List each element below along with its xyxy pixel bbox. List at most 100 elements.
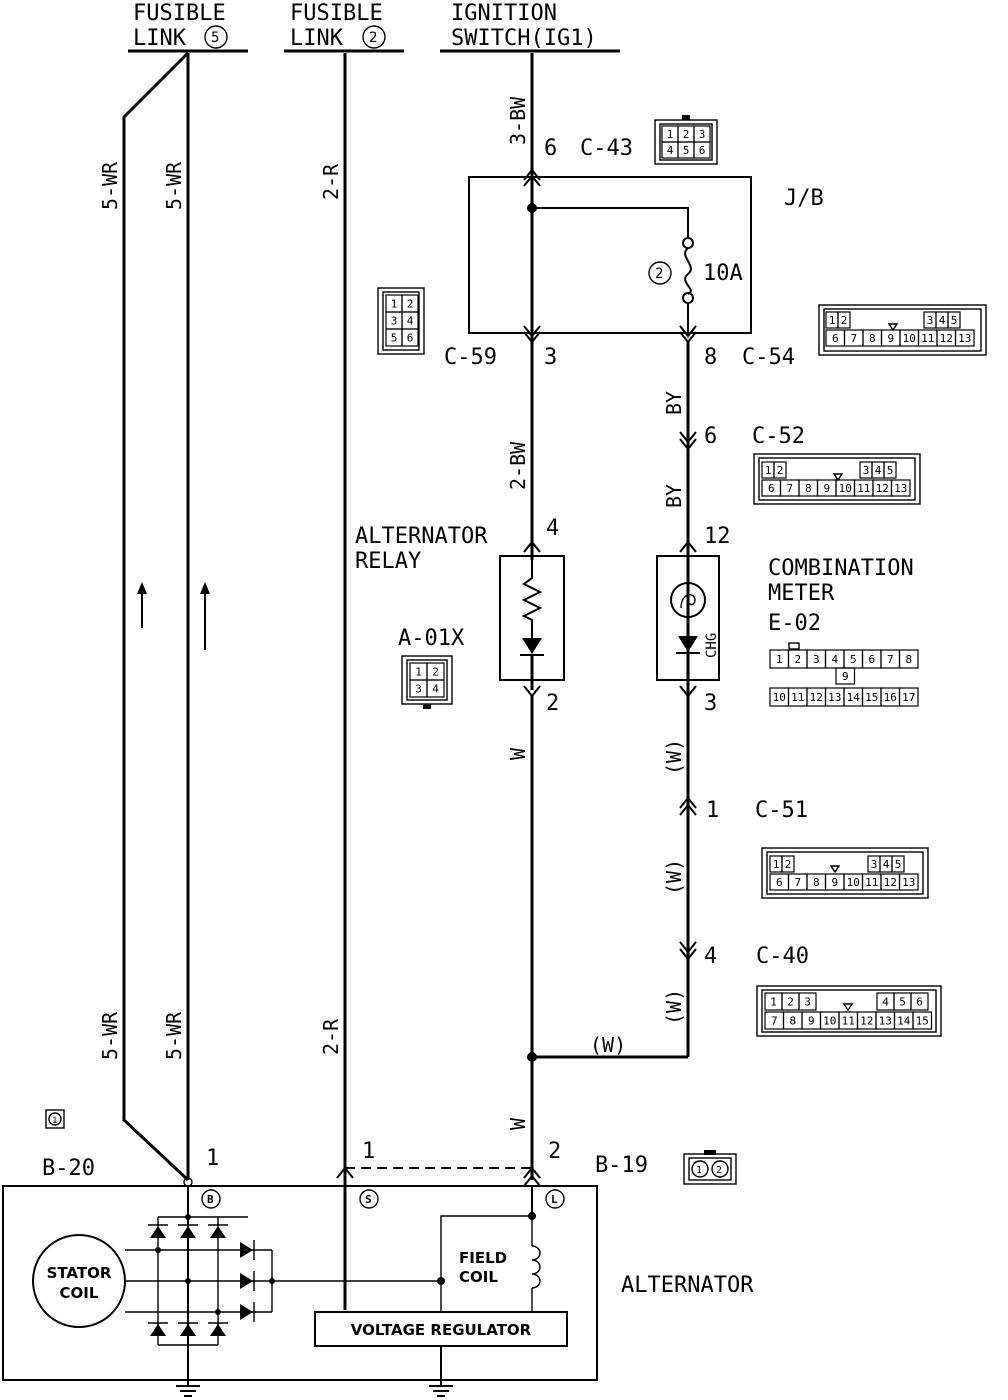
connector-cell-label: 1 <box>829 314 836 327</box>
ignition-switch-title: IGNITION <box>451 1 557 26</box>
connector-cell-label: 5 <box>899 996 906 1009</box>
connector-cell-label: 11 <box>791 691 804 704</box>
alternator-housing <box>2 1185 598 1381</box>
connector-cell-label: 3 <box>699 128 706 141</box>
c40-pin-number: 4 <box>704 944 717 969</box>
relay-title-2: RELAY <box>355 549 421 574</box>
connector-cell-label: 5 <box>887 464 894 477</box>
connector-cell-label: 8 <box>905 653 912 666</box>
wire-label-2r: 2-R <box>319 163 343 200</box>
connector-cell <box>693 141 711 159</box>
a01x-connector-label: A-01X <box>398 626 465 651</box>
connector-cell-label: 12 <box>940 332 953 345</box>
field-coil-icon <box>531 1245 541 1289</box>
connector-cell-label: 14 <box>847 691 861 704</box>
wire-label-5wr: 5-WR <box>162 1011 186 1060</box>
stator-coil-label: STATOR <box>47 1264 112 1282</box>
connector-cell-label: 11 <box>865 876 878 889</box>
ground-icon <box>429 1380 453 1397</box>
c59-connector-label: C-59 <box>444 345 497 370</box>
connector-cell <box>898 873 919 891</box>
c51-pin-number: 1 <box>706 798 719 823</box>
meter-title: COMBINATION <box>768 556 914 581</box>
relay-pin-bottom: 2 <box>546 691 559 716</box>
fusible-link-5-title-2: LINK <box>133 26 187 51</box>
connector-cell-label: 1 <box>773 858 780 871</box>
connector-cell-label: 6 <box>916 996 923 1009</box>
connector-cell-label: 13 <box>879 1015 892 1028</box>
connector-cell-label: 13 <box>828 691 841 704</box>
connector-cell-label: 6 <box>699 144 706 157</box>
connector-cell-label: 11 <box>857 482 870 495</box>
connector-cell-label: 4 <box>875 464 882 477</box>
connector-cell-label: 10 <box>903 332 916 345</box>
connector-cell <box>898 649 919 669</box>
connector-cell-label: 13 <box>894 482 907 495</box>
connector-cell-label: 8 <box>805 482 812 495</box>
wire-label-3bw: 3-BW <box>506 96 530 145</box>
connector-cell <box>890 479 911 497</box>
wire-label-w: W <box>506 747 530 760</box>
terminal-l: L <box>551 1193 558 1206</box>
connector-cell <box>401 328 419 347</box>
b19-pin-2: 2 <box>548 1139 561 1164</box>
connector-cell-label: 9 <box>842 670 849 683</box>
ignition-switch-title-2: SWITCH(IG1) <box>451 26 597 51</box>
connector-cell-label: 5 <box>951 314 958 327</box>
reference-mark <box>45 1109 65 1129</box>
connector-cell-label: 2 <box>777 464 784 477</box>
reference-number: 1 <box>52 1116 57 1126</box>
connector-cell <box>837 311 851 329</box>
connector-cell-label: 10 <box>839 482 852 495</box>
connector-cell <box>773 461 787 479</box>
c51-connector-label: C-51 <box>755 798 808 823</box>
connector-cell-label: 17 <box>902 691 915 704</box>
ignition-switch-header: IGNITION SWITCH(IG1) <box>440 1 620 53</box>
diode-icon <box>240 1302 255 1322</box>
connector-cell-label: 7 <box>771 1015 778 1028</box>
connector-cell-label: 4 <box>432 683 439 696</box>
connector-cell-label: 13 <box>902 876 915 889</box>
fusible-link-2-header: FUSIBLE LINK 2 <box>284 1 404 53</box>
charge-lamp-circuit: BY 6 C-52 BY 12 CHG 3 COMBINATION METER … <box>532 342 914 1059</box>
wire-label-5wr: 5-WR <box>162 161 186 210</box>
connector-cell-label: 3 <box>813 653 820 666</box>
connector-cell-label: 6 <box>768 482 775 495</box>
alternator-section: 1 B-20 1 1 2 B-19 1 2 ALTERNATOR B S <box>2 1109 754 1397</box>
wire-label-2r: 2-R <box>319 1018 343 1055</box>
connector-cell-label: 6 <box>868 653 875 666</box>
connector-cell-label: 4 <box>407 315 414 328</box>
ground-icon <box>176 1380 200 1397</box>
diode-icon <box>240 1271 255 1291</box>
connector-cell-label: 1 <box>415 666 422 679</box>
fuse-number: 2 <box>655 266 663 282</box>
connector-cell-label: 9 <box>887 332 894 345</box>
wire-label-2bw: 2-BW <box>506 441 530 490</box>
connector-b19-face: 1 2 <box>683 1150 737 1185</box>
fusible-link-2-title: FUSIBLE <box>290 1 383 26</box>
fuse-rating: 10A <box>703 261 743 286</box>
connector-cell <box>954 329 975 347</box>
connector-cell-label: 9 <box>823 482 830 495</box>
c52-connector-label: C-52 <box>752 424 805 449</box>
connector-cell-label: 1 <box>765 464 772 477</box>
connector-cell-label: 12 <box>876 482 889 495</box>
fusible-link-5-title: FUSIBLE <box>133 1 226 26</box>
c52-pin-number: 6 <box>704 424 717 449</box>
c40-connector-label: C-40 <box>756 944 809 969</box>
connector-cell-label: 8 <box>813 876 820 889</box>
charge-lamp-label: CHG <box>704 633 720 658</box>
terminal-b: B <box>207 1193 214 1206</box>
connector-cell <box>891 855 905 873</box>
connector-cell-label: 2 <box>787 996 794 1009</box>
connector-cell-label: 10 <box>823 1015 836 1028</box>
